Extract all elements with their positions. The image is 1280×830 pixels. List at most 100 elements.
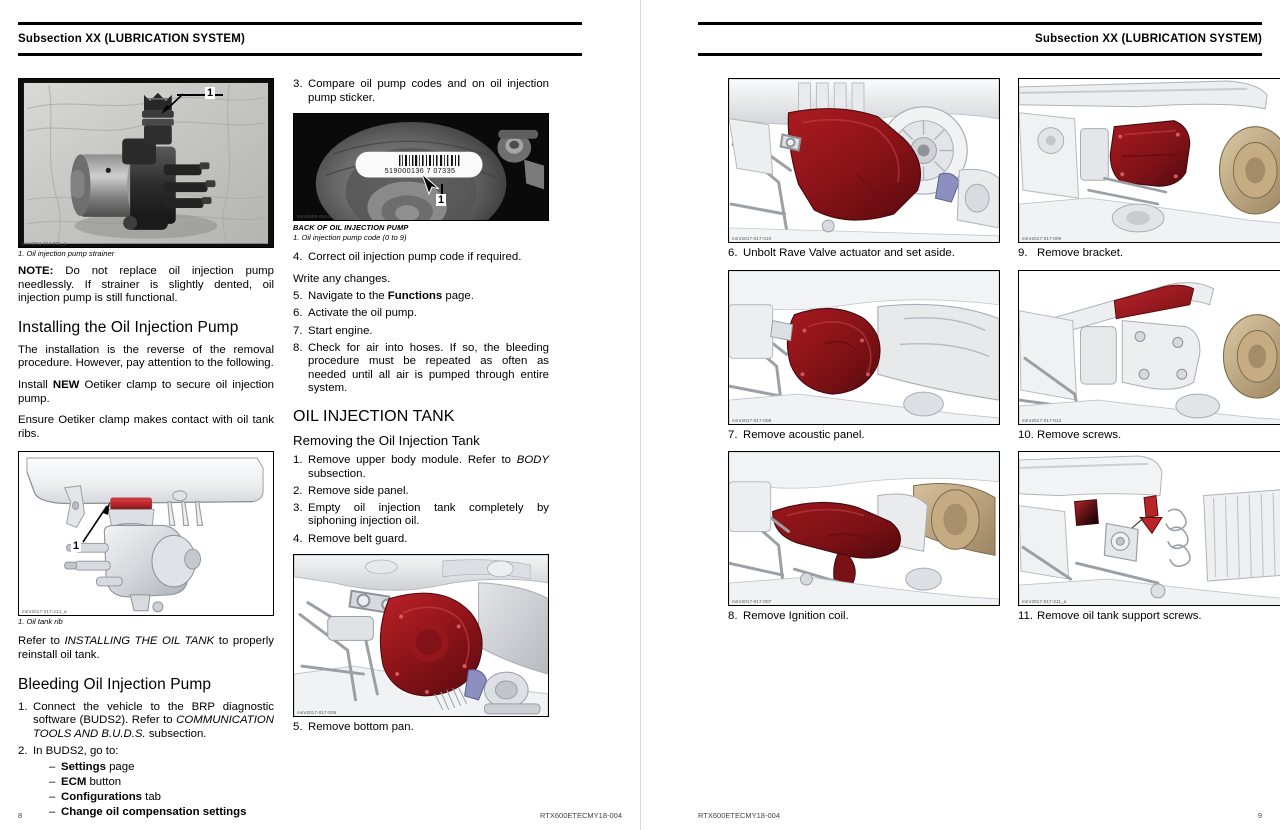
list-item: 4.Correct oil injection pump code if req… bbox=[293, 251, 549, 265]
refer-pre: Refer to bbox=[18, 635, 65, 648]
rave-valve-illustration bbox=[729, 79, 999, 242]
bleed-1-a: Connect the vehicle to the BRP diagnosti… bbox=[33, 700, 274, 727]
page-gutter-divider bbox=[640, 0, 641, 830]
callout-leader-line bbox=[177, 94, 223, 96]
list-number: 1. bbox=[293, 454, 303, 467]
caption-text: Remove bracket. bbox=[1037, 247, 1124, 259]
document-code-right: RTX600ETECMY18-004 bbox=[698, 811, 780, 820]
figure-frame: mmr2017-017-009 bbox=[1018, 78, 1280, 243]
figure-frame: mmr2017-017-006 bbox=[728, 269, 1000, 425]
barcode-icon bbox=[399, 155, 460, 167]
option-label: Change oil compensation settings bbox=[61, 806, 247, 819]
caption-number: 10. bbox=[1018, 428, 1034, 441]
figure-frame: 1 mmr2017-017-214_a bbox=[18, 451, 274, 617]
back-of-pump-photo bbox=[294, 114, 548, 221]
figure-caption: 7.Remove acoustic panel. bbox=[728, 429, 1000, 443]
barcode-number: 519000136 7 07335 bbox=[384, 166, 456, 176]
option-rest: button bbox=[86, 776, 122, 789]
dash-bullet: – bbox=[49, 806, 56, 819]
list-item: 6.Activate the oil pump. bbox=[293, 307, 549, 321]
figure-frame: mmr2017-017-005 bbox=[293, 554, 549, 718]
list-item: 1.Remove upper body module. Refer to BOD… bbox=[293, 454, 549, 481]
list-number: 5. bbox=[293, 290, 303, 303]
figure-rave-valve-actuator: mmr2017-017-010 6.Unbolt Rave Valve actu… bbox=[728, 78, 1000, 261]
para-install-2: Install NEW Oetiker clamp to secure oil … bbox=[18, 379, 274, 406]
header-rule-bottom bbox=[698, 53, 1262, 56]
refer-italic: INSTALLING THE OIL TANK bbox=[64, 635, 215, 648]
figure-frame: mmr2017-017-012 bbox=[1018, 269, 1280, 425]
figure-pump-strainer: 1 mmr2011-014-001_a 1. Oil injection pum… bbox=[18, 78, 274, 259]
figure-caption: 5.Remove bottom pan. bbox=[293, 721, 549, 735]
figure-oil-tank-support-screws: mmr2017-017-211_a 11.Remove oil tank sup… bbox=[1018, 451, 1280, 624]
list-number: 3. bbox=[293, 78, 303, 90]
column-1: 1 mmr2011-014-001_a 1. Oil injection pum… bbox=[18, 78, 274, 828]
step-7-text: Start engine. bbox=[308, 324, 373, 337]
page-number-right: 9 bbox=[1257, 811, 1262, 820]
figure-caption: 6.Unbolt Rave Valve actuator and set asi… bbox=[728, 247, 1000, 261]
install-2-new: NEW bbox=[52, 378, 80, 391]
note-body: Do not replace oil injection pump needle… bbox=[18, 265, 274, 305]
list-item: –Settings page bbox=[49, 760, 274, 775]
page-header-left: Subsection XX (LUBRICATION SYSTEM) bbox=[18, 22, 582, 56]
list-item: 1. Connect the vehicle to the BRP diagnos… bbox=[18, 701, 274, 742]
list-item: –Change oil compensation settings bbox=[49, 805, 274, 820]
list-number: 8. bbox=[293, 341, 303, 354]
figure-code: mmr2017-017-009 bbox=[1022, 236, 1062, 241]
buds-options-list: –Settings page –ECM button –Configuratio… bbox=[33, 760, 274, 820]
list-number: 7. bbox=[293, 324, 303, 337]
option-rest: page bbox=[105, 761, 135, 774]
caption-text: Unbolt Rave Valve actuator and set aside… bbox=[743, 247, 955, 259]
figure-code: mmr2017-017-006 bbox=[732, 417, 772, 423]
step-5-b: page. bbox=[442, 290, 474, 303]
page-title: Subsection XX (LUBRICATION SYSTEM) bbox=[18, 33, 246, 45]
list-number: 1. bbox=[18, 700, 28, 713]
list-item: 4.Remove belt guard. bbox=[293, 533, 549, 547]
install-2-post: Oetiker clamp to secure oil injection pu… bbox=[18, 378, 274, 405]
caption-number: 5. bbox=[293, 721, 303, 734]
document-code-left: RTX600ETECMY18-004 bbox=[540, 811, 622, 820]
list-item: 5.Navigate to the Functions page. bbox=[293, 290, 549, 304]
caption-number: 8. bbox=[728, 610, 738, 623]
list-item: 2.In BUDS2, go to: –Settings page –ECM b… bbox=[18, 745, 274, 821]
refer-post: to properly reinstall oil tank. bbox=[18, 635, 274, 661]
figure-title: BACK OF OIL INJECTION PUMP bbox=[293, 223, 409, 233]
acoustic-panel-illustration bbox=[729, 270, 999, 424]
list-item: 3.Empty oil injection tank completely by… bbox=[293, 502, 549, 529]
figure-remove-bracket: mmr2017-017-009 9.Remove bracket. bbox=[1018, 78, 1280, 261]
bleed-1-italic: COMMUNICATION TOOLS AND B.U.D.S. bbox=[33, 714, 274, 740]
callout-1: 1 bbox=[436, 194, 447, 207]
callout-1: 1 bbox=[71, 540, 82, 553]
dash-bullet: – bbox=[49, 791, 56, 804]
step-italic: BODY bbox=[516, 454, 549, 467]
step-8-text: Check for air into hoses. If so, the ble… bbox=[308, 341, 549, 395]
figure-code: mmr2017-017-007 bbox=[732, 599, 772, 605]
list-number: 4. bbox=[293, 532, 303, 545]
page-right: Subsection XX (LUBRICATION SYSTEM) bbox=[640, 0, 1280, 830]
caption-text: Remove Ignition coil. bbox=[743, 610, 849, 623]
list-item: –ECM button bbox=[49, 775, 274, 790]
note-paragraph: NOTE: Do not replace oil injection pump … bbox=[18, 265, 274, 306]
header-rule-top bbox=[698, 22, 1262, 25]
heading-removing-tank: Removing the Oil Injection Tank bbox=[293, 433, 480, 449]
install-2-pre: Install bbox=[18, 378, 53, 391]
steps-5-to-8-list: 5.Navigate to the Functions page. 6.Acti… bbox=[293, 290, 549, 396]
callout-1: 1 bbox=[205, 87, 216, 99]
callout-arrow bbox=[82, 502, 110, 543]
caption-number: 11. bbox=[1018, 610, 1033, 623]
header-rule-bottom bbox=[18, 53, 582, 56]
column-1: mmr2017-017-010 6.Unbolt Rave Valve actu… bbox=[728, 78, 1000, 633]
figure-acoustic-panel: mmr2017-017-006 7.Remove acoustic panel. bbox=[728, 269, 1000, 443]
header-rule-top bbox=[18, 22, 582, 25]
removing-steps-list: 1.Remove upper body module. Refer to BOD… bbox=[293, 454, 549, 546]
column-2: 3.Compare oil pump codes and on oil inje… bbox=[293, 78, 549, 828]
para-refer-install-tank: Refer to INSTALLING THE OIL TANK to prop… bbox=[18, 635, 274, 662]
page-number-left: 8 bbox=[18, 811, 23, 820]
figure-frame: mmr2017-017-010 bbox=[728, 78, 1000, 243]
option-label: Configurations bbox=[61, 791, 142, 804]
left-page-columns: 1 mmr2011-014-001_a 1. Oil injection pum… bbox=[18, 78, 549, 828]
option-label: ECM bbox=[61, 776, 87, 789]
steps-4-to-8-list: 4.Correct oil injection pump code if req… bbox=[293, 251, 549, 265]
bleed-1-b: subsection. bbox=[145, 727, 207, 740]
list-number: 3. bbox=[293, 501, 303, 514]
